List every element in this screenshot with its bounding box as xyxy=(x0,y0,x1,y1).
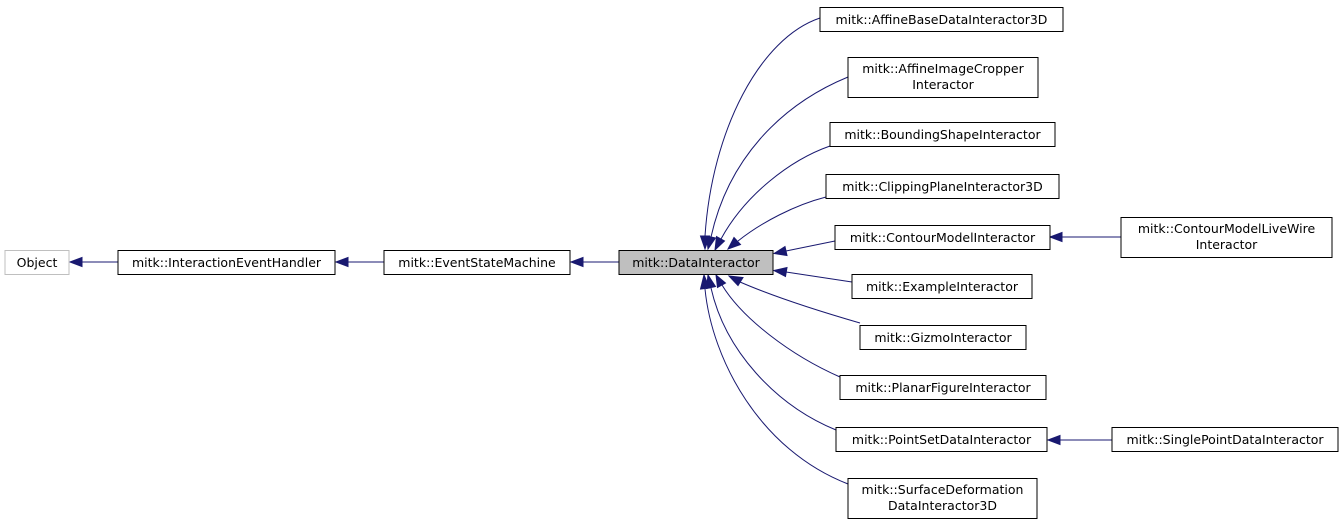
node-label: mitk::EventStateMachine xyxy=(398,255,556,270)
edge-datainteractor-to-eventstatemachine xyxy=(569,256,619,268)
node-label-line2: Interactor xyxy=(1196,237,1258,252)
node-single-point-data-interactor[interactable]: mitk::SinglePointDataInteractor xyxy=(1111,427,1339,452)
node-label-line1: mitk::SurfaceDeformation xyxy=(862,482,1024,497)
node-surface-deformation-data-interactor-3d[interactable]: mitk::SurfaceDeformation DataInteractor3… xyxy=(847,478,1038,519)
node-object[interactable]: Object xyxy=(4,250,70,275)
node-label: mitk::BoundingShapeInteractor xyxy=(844,127,1041,142)
edge-clippingplane-to-datainteractor xyxy=(726,196,827,250)
node-label-line2: Interactor xyxy=(912,77,974,92)
node-label-line1: mitk::ContourModelLiveWire xyxy=(1138,221,1316,236)
edge-boundingshape-to-datainteractor xyxy=(714,145,831,252)
node-label: mitk::PlanarFigureInteractor xyxy=(855,380,1031,395)
node-clipping-plane-interactor-3d[interactable]: mitk::ClippingPlaneInteractor3D xyxy=(825,174,1060,199)
node-label-line2: DataInteractor3D xyxy=(888,498,997,513)
node-label: Object xyxy=(17,255,58,270)
edge-pointset-to-datainteractor xyxy=(705,273,837,431)
node-label: mitk::ExampleInteractor xyxy=(866,279,1019,294)
node-label: mitk::SinglePointDataInteractor xyxy=(1126,432,1324,447)
edge-gizmo-to-datainteractor xyxy=(727,275,861,324)
node-label: mitk::AffineBaseDataInteractor3D xyxy=(836,12,1048,27)
node-data-interactor[interactable]: mitk::DataInteractor xyxy=(618,250,774,275)
node-gizmo-interactor[interactable]: mitk::GizmoInteractor xyxy=(859,325,1027,350)
node-contour-model-live-wire-interactor[interactable]: mitk::ContourModelLiveWire Interactor xyxy=(1120,217,1333,258)
node-affine-image-cropper-interactor[interactable]: mitk::AffineImageCropper Interactor xyxy=(847,57,1039,98)
edge-interactioneventhandler-to-object xyxy=(68,256,118,268)
node-label: mitk::PointSetDataInteractor xyxy=(852,432,1032,447)
node-interaction-event-handler[interactable]: mitk::InteractionEventHandler xyxy=(117,250,336,275)
node-example-interactor[interactable]: mitk::ExampleInteractor xyxy=(851,274,1033,299)
node-label: mitk::DataInteractor xyxy=(632,255,760,270)
edge-contourmodel-to-datainteractor xyxy=(772,240,836,257)
edge-planarfigure-to-datainteractor xyxy=(715,273,841,378)
node-point-set-data-interactor[interactable]: mitk::PointSetDataInteractor xyxy=(835,427,1048,452)
node-affine-base-data-interactor-3d[interactable]: mitk::AffineBaseDataInteractor3D xyxy=(819,7,1064,32)
node-bounding-shape-interactor[interactable]: mitk::BoundingShapeInteractor xyxy=(829,122,1056,147)
node-contour-model-interactor[interactable]: mitk::ContourModelInteractor xyxy=(834,225,1051,250)
edge-livewire-to-contourmodel xyxy=(1048,231,1121,243)
node-label: mitk::InteractionEventHandler xyxy=(132,255,322,270)
node-label-line1: mitk::AffineImageCropper xyxy=(862,61,1024,76)
edge-singlepoint-to-pointset xyxy=(1046,434,1112,446)
node-event-state-machine[interactable]: mitk::EventStateMachine xyxy=(383,250,571,275)
node-label: mitk::GizmoInteractor xyxy=(874,330,1012,345)
node-label: mitk::ClippingPlaneInteractor3D xyxy=(842,179,1043,194)
node-label: mitk::ContourModelInteractor xyxy=(850,230,1036,245)
edge-affinebase-to-datainteractor xyxy=(699,17,821,251)
edge-eventstatemachine-to-interactioneventhandler xyxy=(334,256,384,268)
edge-affinecropper-to-datainteractor xyxy=(705,76,849,251)
edge-example-to-datainteractor xyxy=(772,266,853,283)
node-planar-figure-interactor[interactable]: mitk::PlanarFigureInteractor xyxy=(839,375,1047,400)
edge-surfacedeformation-to-datainteractor xyxy=(699,273,849,485)
